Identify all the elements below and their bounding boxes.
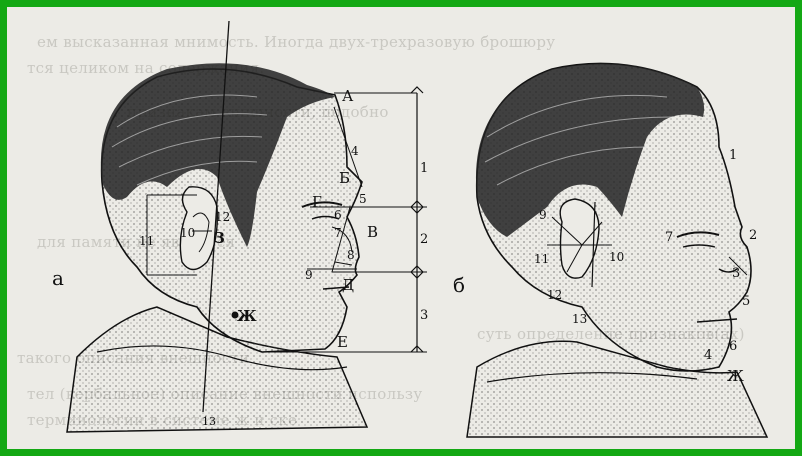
label-a-4: 4 [351, 144, 359, 158]
label-a-1: 1 [420, 161, 428, 176]
label-a-9: 9 [305, 268, 313, 282]
label-A: А [342, 87, 354, 105]
label-D: Д [342, 276, 354, 294]
label-b-9: 9 [539, 208, 547, 222]
label-panel-a: а [52, 266, 64, 290]
illustration: а А Б В Г Д Е Ж З 1 2 3 4 5 6 7 8 9 10 1… [7, 7, 795, 449]
label-b-13: 13 [572, 312, 587, 326]
label-a-7: 7 [334, 226, 342, 240]
figure-a-head [67, 63, 367, 432]
label-b-3: 3 [732, 266, 740, 281]
label-E: Е [337, 333, 348, 351]
label-a-5: 5 [359, 192, 367, 206]
label-V: В [367, 223, 378, 241]
label-b-4: 4 [704, 348, 712, 363]
label-a-6: 6 [334, 208, 342, 222]
label-b-6: 6 [729, 339, 737, 354]
label-b-1: 1 [729, 148, 737, 163]
label-a-13: 13 [202, 415, 216, 428]
label-panel-b: б [453, 273, 465, 297]
label-B: Б [339, 169, 350, 187]
label-a-8: 8 [347, 248, 355, 262]
label-b-Zh: Ж [727, 367, 744, 385]
label-Z: З [214, 229, 225, 247]
label-Zh: Ж [237, 307, 257, 325]
label-a-2: 2 [420, 232, 428, 247]
label-b-5: 5 [742, 294, 750, 309]
label-b-12: 12 [547, 288, 562, 302]
label-a-11: 11 [139, 234, 154, 248]
label-b-11: 11 [534, 252, 549, 266]
label-a-10: 10 [180, 226, 195, 240]
label-G: Г [312, 193, 322, 211]
label-a-12: 12 [215, 210, 230, 224]
label-b-7: 7 [665, 230, 673, 245]
scanned-page: ем высказанная мнимость. Иногда двух-тре… [7, 7, 795, 449]
label-b-2: 2 [749, 228, 757, 243]
label-b-10: 10 [609, 250, 624, 264]
label-a-3: 3 [420, 308, 428, 323]
